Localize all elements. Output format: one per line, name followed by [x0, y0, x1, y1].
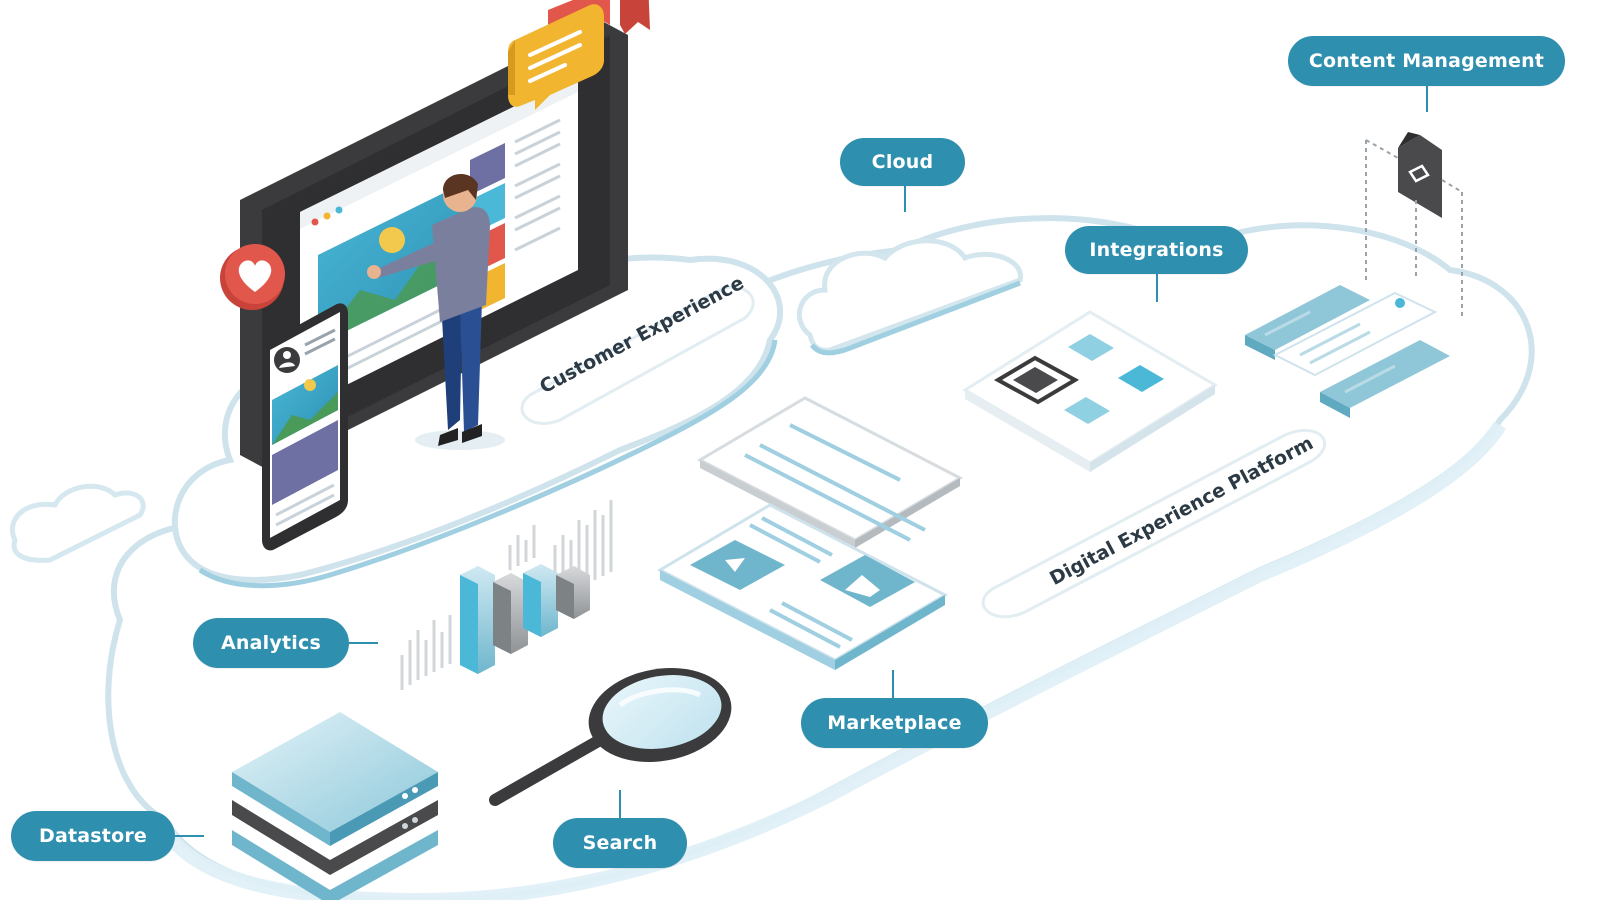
phone-device [262, 303, 348, 551]
marketplace-pill[interactable]: Marketplace [801, 698, 988, 748]
tag-icon [1245, 285, 1450, 418]
grid-modules-icon [962, 310, 1218, 472]
marketplace-label: Marketplace [827, 712, 962, 734]
cloud-label: Cloud [871, 151, 934, 173]
analytics-label: Analytics [221, 632, 321, 654]
small-cloud [9, 483, 146, 563]
cloud-icon [796, 238, 1023, 356]
cloud-pill[interactable]: Cloud [840, 138, 965, 186]
database-stack-icon [232, 712, 438, 900]
datastore-pill[interactable]: Datastore [11, 811, 175, 861]
integrations-pill[interactable]: Integrations [1065, 226, 1248, 274]
content-management-pill[interactable]: Content Management [1288, 36, 1565, 86]
analytics-pill[interactable]: Analytics [193, 618, 349, 668]
magnifier-icon [489, 668, 732, 806]
content-management-label: Content Management [1308, 50, 1545, 72]
person-figure [367, 173, 505, 450]
marketplace-documents [656, 396, 964, 670]
datastore-label: Datastore [39, 825, 147, 847]
dxp-outline [981, 428, 1327, 619]
search-label: Search [582, 832, 658, 854]
chat-bubble-icon [508, 4, 604, 111]
connectors [175, 85, 1428, 837]
integrations-label: Integrations [1089, 239, 1224, 261]
heart-icon [220, 244, 285, 310]
search-pill[interactable]: Search [553, 818, 687, 868]
bar-chart-icon [400, 500, 613, 690]
document-icon [1365, 132, 1463, 320]
